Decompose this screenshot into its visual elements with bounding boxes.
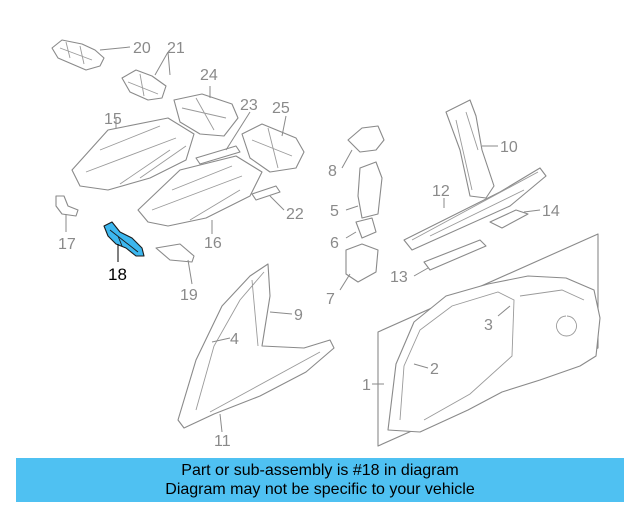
- banner-line-1: Part or sub-assembly is #18 in diagram: [181, 462, 459, 479]
- callout-12: 12: [432, 183, 450, 200]
- callout-24: 24: [200, 67, 218, 84]
- part-7-bracket: [339, 243, 379, 291]
- part-15-front-floor: [71, 117, 195, 191]
- part-13-rail: [413, 239, 487, 277]
- callout-9: 9: [294, 307, 303, 324]
- callout-4: 4: [230, 331, 239, 348]
- banner-line-2: Diagram may not be specific to your vehi…: [165, 481, 475, 498]
- part-6-clip: [345, 217, 377, 239]
- callout-18: 18: [108, 265, 127, 284]
- callout-6: 6: [330, 235, 339, 252]
- callout-10: 10: [500, 139, 518, 156]
- callout-20: 20: [133, 40, 151, 57]
- part-9-4-11-inner-side: [177, 263, 335, 433]
- callout-15: 15: [104, 111, 122, 128]
- part-1-2-3-outer-side: [372, 233, 601, 447]
- part-20-bracket: [51, 39, 131, 71]
- part-5-pillar-piece: [345, 161, 383, 219]
- part-24-panel: [173, 86, 239, 137]
- callout-19: 19: [180, 287, 198, 304]
- callout-2: 2: [430, 361, 439, 378]
- callout-17: 17: [58, 236, 76, 253]
- part-12-rocker: [403, 167, 547, 251]
- part-10-pillar: [445, 99, 498, 199]
- callout-13: 13: [390, 269, 408, 286]
- part-21-bracket: [121, 51, 171, 101]
- callout-21: 21: [167, 40, 185, 57]
- callout-25: 25: [272, 100, 290, 117]
- part-17-bracket: [55, 195, 79, 232]
- parts-diagram: 20 21 24 23 25 15 16: [51, 39, 601, 450]
- callout-22: 22: [286, 206, 304, 223]
- callout-16: 16: [204, 235, 222, 252]
- part-22-bar: [251, 185, 285, 211]
- callout-23: 23: [240, 97, 258, 114]
- callout-8: 8: [328, 163, 337, 180]
- part-8-bracket: [341, 125, 385, 169]
- callout-11: 11: [214, 433, 231, 450]
- callout-14: 14: [542, 203, 560, 220]
- part-18-highlighted: [103, 221, 145, 262]
- part-19-strip: [155, 243, 195, 285]
- callout-1: 1: [362, 377, 371, 394]
- part-14-plate: [489, 209, 541, 229]
- callout-7: 7: [326, 291, 335, 308]
- part-25-panel: [241, 115, 305, 173]
- part-16-rear-floor: [137, 155, 263, 234]
- callout-3: 3: [484, 317, 493, 334]
- callout-5: 5: [330, 203, 339, 220]
- info-banner: Part or sub-assembly is #18 in diagram D…: [16, 458, 624, 502]
- part-23-rail: [195, 111, 251, 165]
